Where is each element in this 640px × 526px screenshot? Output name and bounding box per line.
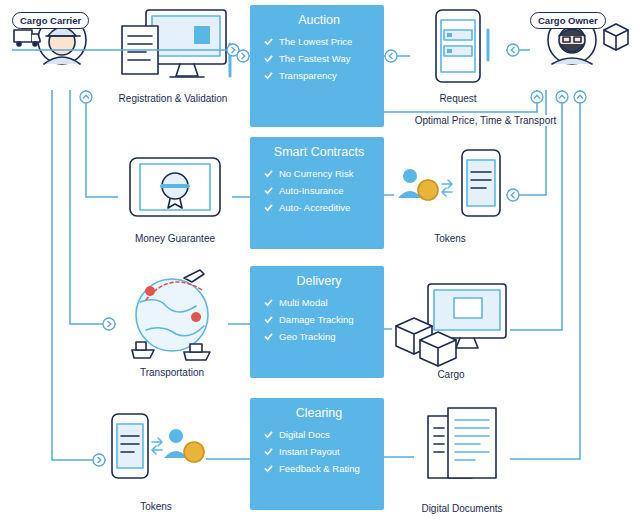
check-row: Feedback & Rating [264, 463, 374, 474]
check-mark [264, 169, 273, 178]
flow-connector [510, 90, 562, 330]
box-heading: Clearing [264, 406, 374, 420]
box-heading: Smart Contracts [264, 145, 374, 159]
check-mark [264, 54, 273, 63]
icon-node: Request [410, 8, 506, 104]
icon-caption: Registration & Validation [119, 93, 228, 104]
flow-connector [384, 456, 414, 458]
guarantee-tablet [130, 158, 220, 216]
check-row: Multi Modal [264, 297, 374, 308]
check-row: Transparency [264, 70, 374, 81]
box-heading: Delivery [264, 274, 374, 288]
icon-node: Cargo [392, 280, 510, 380]
icon-node: Registration & Validation [106, 8, 240, 104]
check-item: Damage Tracking [279, 314, 353, 325]
flow-connector [86, 90, 118, 197]
feature-box: Smart Contracts No Currency RiskAuto-Insu… [250, 137, 384, 249]
check-item: No Currency Risk [279, 168, 353, 179]
icon-caption: Cargo [437, 369, 464, 380]
check-row: No Currency Risk [264, 168, 374, 179]
flow-connector [228, 323, 250, 325]
check-mark [264, 332, 273, 341]
check-item: Auto-Insurance [279, 185, 343, 196]
flow-connector [506, 90, 546, 195]
check-item: The Fastest Way [279, 53, 350, 64]
icon-caption: Digital Documents [421, 503, 502, 514]
tokens-icon [398, 150, 500, 216]
flow-connector [506, 49, 530, 51]
flow-connector [232, 196, 250, 198]
edge-label: Optimal Price, Time & Transport [413, 115, 559, 126]
check-item: The Lowest Price [279, 36, 352, 47]
actor-label: Cargo Owner [530, 12, 606, 29]
flow-connector [206, 458, 250, 460]
icon-node: Money Guarantee [118, 150, 232, 244]
check-item: Instant Payout [279, 446, 340, 457]
check-mark [264, 430, 273, 439]
flow-connector [384, 328, 392, 330]
flow-connector [384, 55, 410, 57]
flow-connector [70, 90, 116, 324]
icon-caption: Request [439, 93, 476, 104]
flow-connector [240, 55, 250, 57]
feature-box: ClearingDigital DocsInstant PayoutFeedba… [250, 398, 384, 510]
check-mark [264, 71, 273, 80]
icon-node: Tokens [106, 408, 206, 512]
request-phone [436, 10, 488, 82]
flow-connector [384, 194, 394, 196]
check-mark [264, 315, 273, 324]
actor-label: Cargo Carrier [12, 12, 89, 29]
icon-caption: Tokens [140, 501, 172, 512]
check-row: Digital Docs [264, 429, 374, 440]
feature-box: DeliveryMulti ModalDamage TrackingGeo Tr… [250, 266, 384, 378]
icon-caption: Money Guarantee [135, 233, 215, 244]
flow-connector [12, 49, 240, 51]
check-item: Multi Modal [279, 297, 328, 308]
check-item: Auto- Accreditive [279, 202, 350, 213]
flow-connector [52, 90, 106, 460]
icon-caption: Tokens [434, 233, 466, 244]
check-item: Digital Docs [279, 429, 330, 440]
check-row: Auto- Accreditive [264, 202, 374, 213]
icon-node: Tokens [394, 146, 506, 244]
actor-node: Cargo Owner [530, 10, 630, 90]
check-item: Feedback & Rating [279, 463, 360, 474]
icon-node: Digital Documents [414, 404, 510, 514]
flow-connector [510, 90, 580, 459]
check-mark [264, 298, 273, 307]
check-item: Transparency [279, 70, 337, 81]
icon-node: Transportation [116, 270, 228, 378]
check-mark [264, 464, 273, 473]
flow-connector [384, 90, 537, 112]
registration-icon [122, 10, 230, 77]
check-mark [264, 203, 273, 212]
transport-globe [132, 270, 210, 360]
cargo-icon [396, 284, 506, 366]
check-row: The Fastest Way [264, 53, 374, 64]
check-row: Damage Tracking [264, 314, 374, 325]
check-mark [264, 186, 273, 195]
check-item: Geo Tracking [279, 331, 336, 342]
check-row: Instant Payout [264, 446, 374, 457]
check-mark [264, 37, 273, 46]
documents-icon [428, 408, 496, 478]
check-row: The Lowest Price [264, 36, 374, 47]
box-heading: Auction [264, 13, 374, 27]
actor-node: Cargo Carrier [12, 10, 108, 90]
icon-caption: Transportation [140, 367, 204, 378]
tokens-icon [112, 414, 204, 478]
check-row: Auto-Insurance [264, 185, 374, 196]
check-row: Geo Tracking [264, 331, 374, 342]
feature-box: AuctionThe Lowest PriceThe Fastest WayTr… [250, 5, 384, 127]
check-mark [264, 447, 273, 456]
